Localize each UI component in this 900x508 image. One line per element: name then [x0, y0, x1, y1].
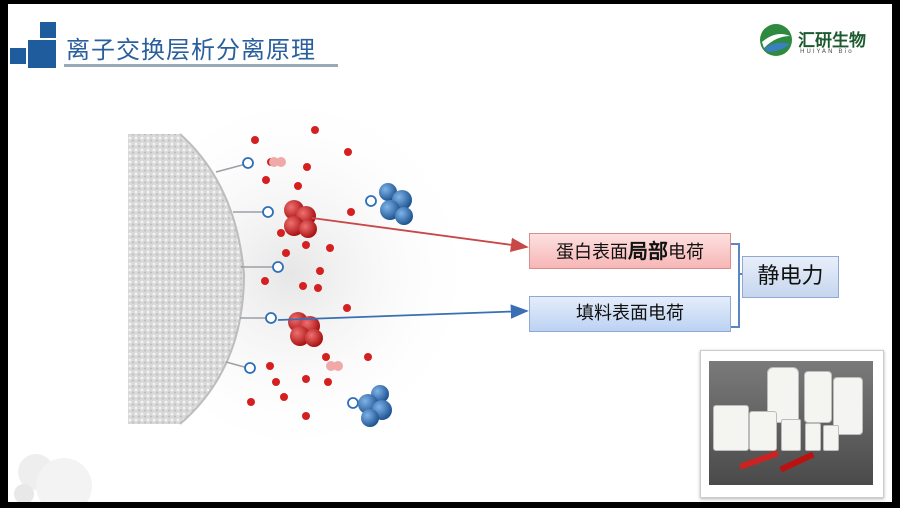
red-protein-upper: [284, 200, 317, 238]
deco-circle: [36, 458, 92, 502]
title-deco-square: [10, 48, 26, 64]
static-force-bracket: [731, 243, 742, 328]
logo-subtitle: HUIYAN Bio: [800, 48, 854, 55]
product-photo-image: [709, 361, 873, 485]
filler-charge-arrow: [277, 304, 529, 321]
tube: [739, 450, 779, 470]
faded-ion-pair: [269, 157, 343, 371]
logo-icon: [760, 24, 792, 56]
filler-label: 填料表面电荷: [576, 303, 684, 324]
protein-label-prefix: 蛋白表面: [556, 242, 628, 263]
bottle: [805, 423, 821, 451]
resin-bead-edge: [179, 133, 246, 425]
slide: 离子交换层析分离原理 汇研生物 HUIYAN Bio: [8, 4, 892, 502]
blue-protein-lower: [358, 385, 392, 427]
protein-charge-box: 蛋白表面局部电荷: [529, 233, 731, 269]
filler-charge-box: 填料表面电荷: [529, 296, 731, 332]
title-deco-square: [28, 40, 56, 68]
blue-protein-upper: [379, 183, 413, 225]
bottle: [781, 419, 801, 451]
title-deco-square: [40, 22, 56, 38]
protein-charge-arrow: [311, 217, 529, 252]
title-underline: [64, 64, 338, 67]
page-title: 离子交换层析分离原理: [66, 36, 316, 64]
bottle: [749, 411, 777, 451]
protein-label-bold: 局部: [628, 239, 668, 263]
bottle: [804, 371, 832, 423]
red-protein-lower: [288, 312, 323, 347]
deco-circle: [14, 484, 34, 502]
bottle: [713, 405, 749, 451]
product-photo: [700, 350, 884, 498]
tube: [779, 451, 815, 473]
protein-label-suffix: 电荷: [668, 242, 704, 263]
positive-ion-group: [242, 157, 377, 409]
resin-bead: [128, 134, 244, 424]
ion-exchange-diagram: [14, 104, 742, 502]
bottle: [823, 425, 839, 451]
static-force-label: 静电力: [757, 264, 824, 289]
static-force-box: 静电力: [742, 256, 839, 298]
logo-name: 汇研生物: [798, 31, 866, 51]
logo: 汇研生物 HUIYAN Bio: [758, 22, 878, 62]
